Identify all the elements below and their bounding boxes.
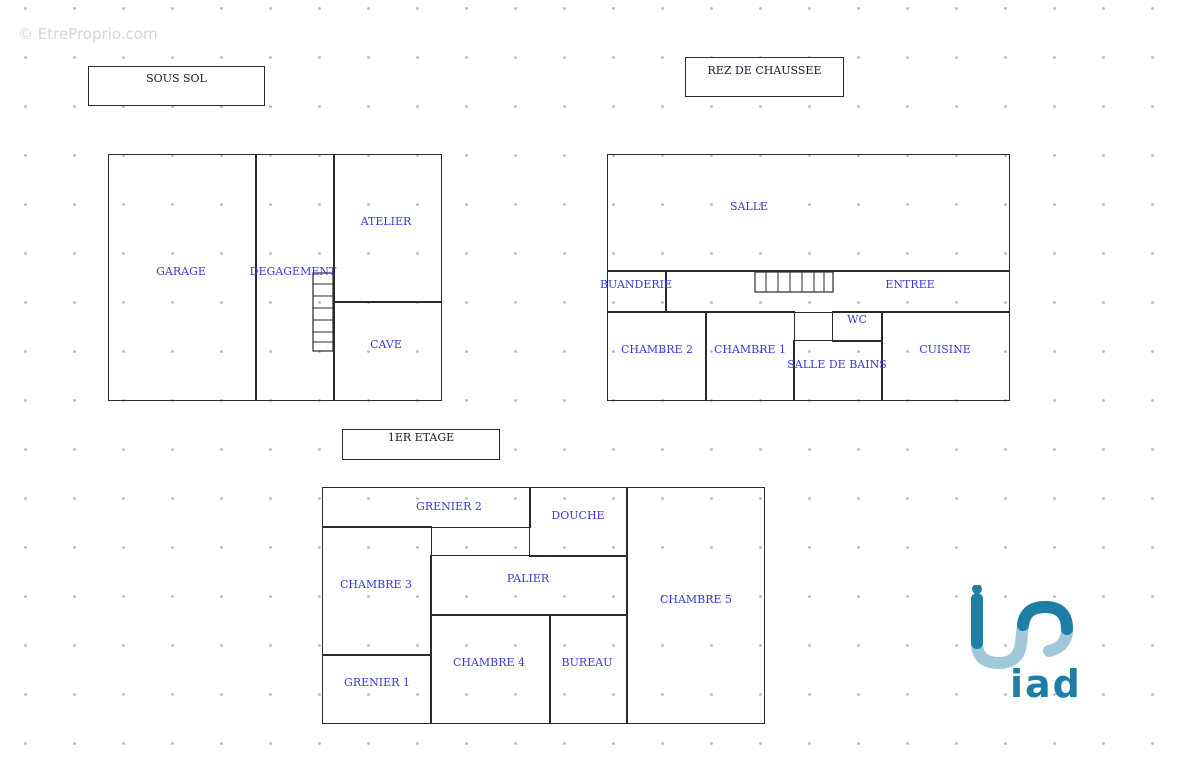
room-palier (430, 555, 628, 616)
room-label-salle: SALLE (729, 200, 769, 213)
room-label-atelier: ATELIER (360, 215, 412, 228)
room-grenier-2 (322, 487, 531, 528)
room-wc (832, 311, 883, 342)
room-chambre-1 (705, 311, 795, 401)
room-label-palier: PALIER (506, 572, 550, 585)
room-degagement (255, 154, 335, 401)
room-label-buanderie: BUANDERIE (599, 278, 673, 291)
room-label-salle-de-bains: SALLE DE BAINS (787, 358, 887, 371)
room-chambre-2 (607, 311, 707, 401)
room-atelier (333, 154, 442, 303)
room-douche (529, 487, 628, 557)
room-label-entree: ENTREE (885, 278, 935, 291)
staircase-sous-sol (312, 272, 334, 352)
room-cave (333, 301, 442, 401)
room-label-grenier-2: GRENIER 2 (416, 500, 482, 513)
iad-logo-text: iad (1010, 662, 1082, 706)
section-title-1er-etage: 1ER ETAGE (342, 429, 500, 460)
room-grenier-1 (322, 654, 432, 724)
iad-logo-icon (971, 585, 1074, 670)
room-label-chambre-1: CHAMBRE 1 (713, 343, 787, 356)
room-label-bureau: BUREAU (561, 656, 613, 669)
room-label-cave: CAVE (370, 338, 402, 351)
watermark-text: © EtreProprio.com (18, 25, 158, 43)
room-label-degagement: DEGAGEMENT (249, 265, 337, 278)
room-chambre-5 (626, 487, 765, 724)
section-title-sous-sol: SOUS SOL (88, 66, 265, 106)
room-label-chambre-4: CHAMBRE 4 (452, 656, 526, 669)
section-title-rez-de-chaussee: REZ DE CHAUSSEE (685, 57, 844, 97)
room-label-douche: DOUCHE (551, 509, 605, 522)
room-bureau (549, 614, 628, 724)
room-label-wc: WC (847, 313, 867, 326)
room-label-chambre-2: CHAMBRE 2 (620, 343, 694, 356)
section-title-etage-text: 1ER ETAGE (387, 431, 455, 444)
room-label-chambre-5: CHAMBRE 5 (659, 593, 733, 606)
room-cuisine (881, 311, 1010, 401)
staircase-rez (754, 271, 834, 293)
room-chambre-3 (322, 526, 432, 656)
room-salle-de-bains (793, 340, 883, 401)
room-label-garage: GARAGE (156, 265, 206, 278)
room-chambre-4 (430, 614, 551, 724)
room-garage (108, 154, 257, 401)
room-label-grenier-1: GRENIER 1 (344, 676, 410, 689)
section-title-rez-text: REZ DE CHAUSSEE (707, 64, 822, 77)
room-entree (665, 270, 1010, 313)
section-title-sous-sol-text: SOUS SOL (146, 72, 207, 85)
room-salle (607, 154, 1010, 272)
room-buanderie (607, 270, 667, 313)
room-label-cuisine: CUISINE (919, 343, 971, 356)
room-label-chambre-3: CHAMBRE 3 (339, 578, 413, 591)
